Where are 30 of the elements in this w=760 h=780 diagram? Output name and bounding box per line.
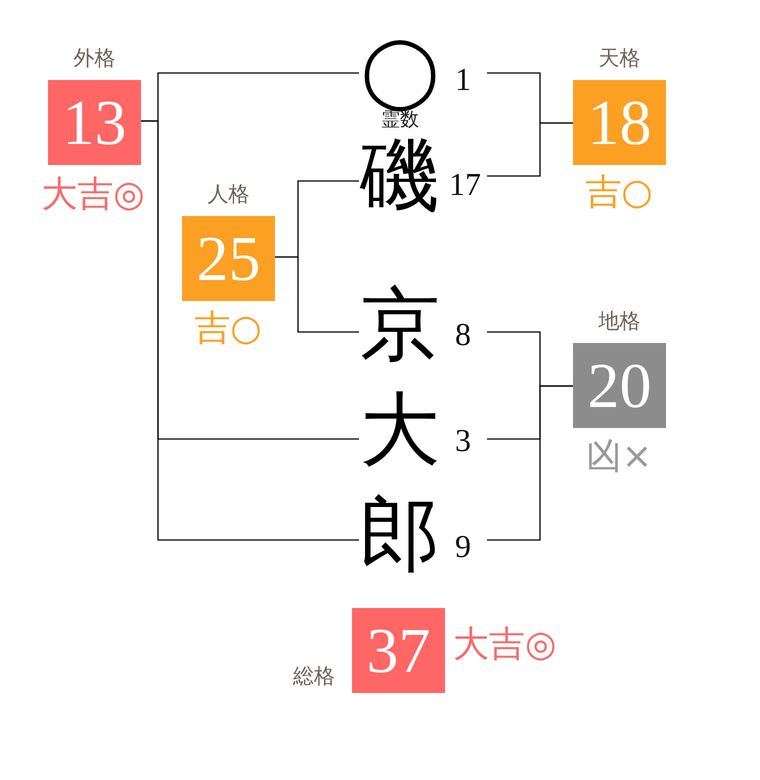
name-character: 大 — [360, 390, 440, 470]
stroke-count: 8 — [455, 318, 471, 350]
connector-line — [487, 122, 573, 177]
heading-label: 人格 — [208, 181, 250, 207]
fortune-label: 吉○ — [585, 175, 653, 211]
fortune-label: 大吉◎ — [453, 627, 556, 663]
connector-line — [275, 256, 359, 333]
stroke-count: 3 — [455, 424, 471, 456]
heading-label: 総格 — [293, 663, 335, 689]
score-box: 18 — [573, 80, 666, 165]
name-character: ◯ — [360, 30, 440, 110]
connector-line — [141, 120, 359, 541]
heading-label: 地格 — [598, 308, 640, 334]
name-character: 郎 — [360, 495, 440, 575]
heading-label: 天格 — [598, 45, 640, 71]
score-box: 25 — [182, 216, 275, 301]
score-box: 13 — [48, 80, 141, 165]
name-character: 磯 — [360, 136, 440, 216]
heading-label: 外格 — [74, 45, 116, 71]
fortune-label: 大吉◎ — [41, 177, 145, 213]
caption-label: 霊数 — [381, 110, 419, 130]
fortune-label: 凶× — [586, 439, 652, 475]
connector-line — [487, 385, 573, 541]
stroke-count: 17 — [449, 168, 481, 200]
name-character: 京 — [360, 285, 440, 365]
stroke-count: 1 — [455, 63, 471, 95]
fortune-label: 吉○ — [194, 311, 262, 347]
score-box: 37 — [352, 608, 445, 693]
stroke-count: 9 — [455, 530, 471, 562]
score-box: 20 — [573, 343, 666, 428]
